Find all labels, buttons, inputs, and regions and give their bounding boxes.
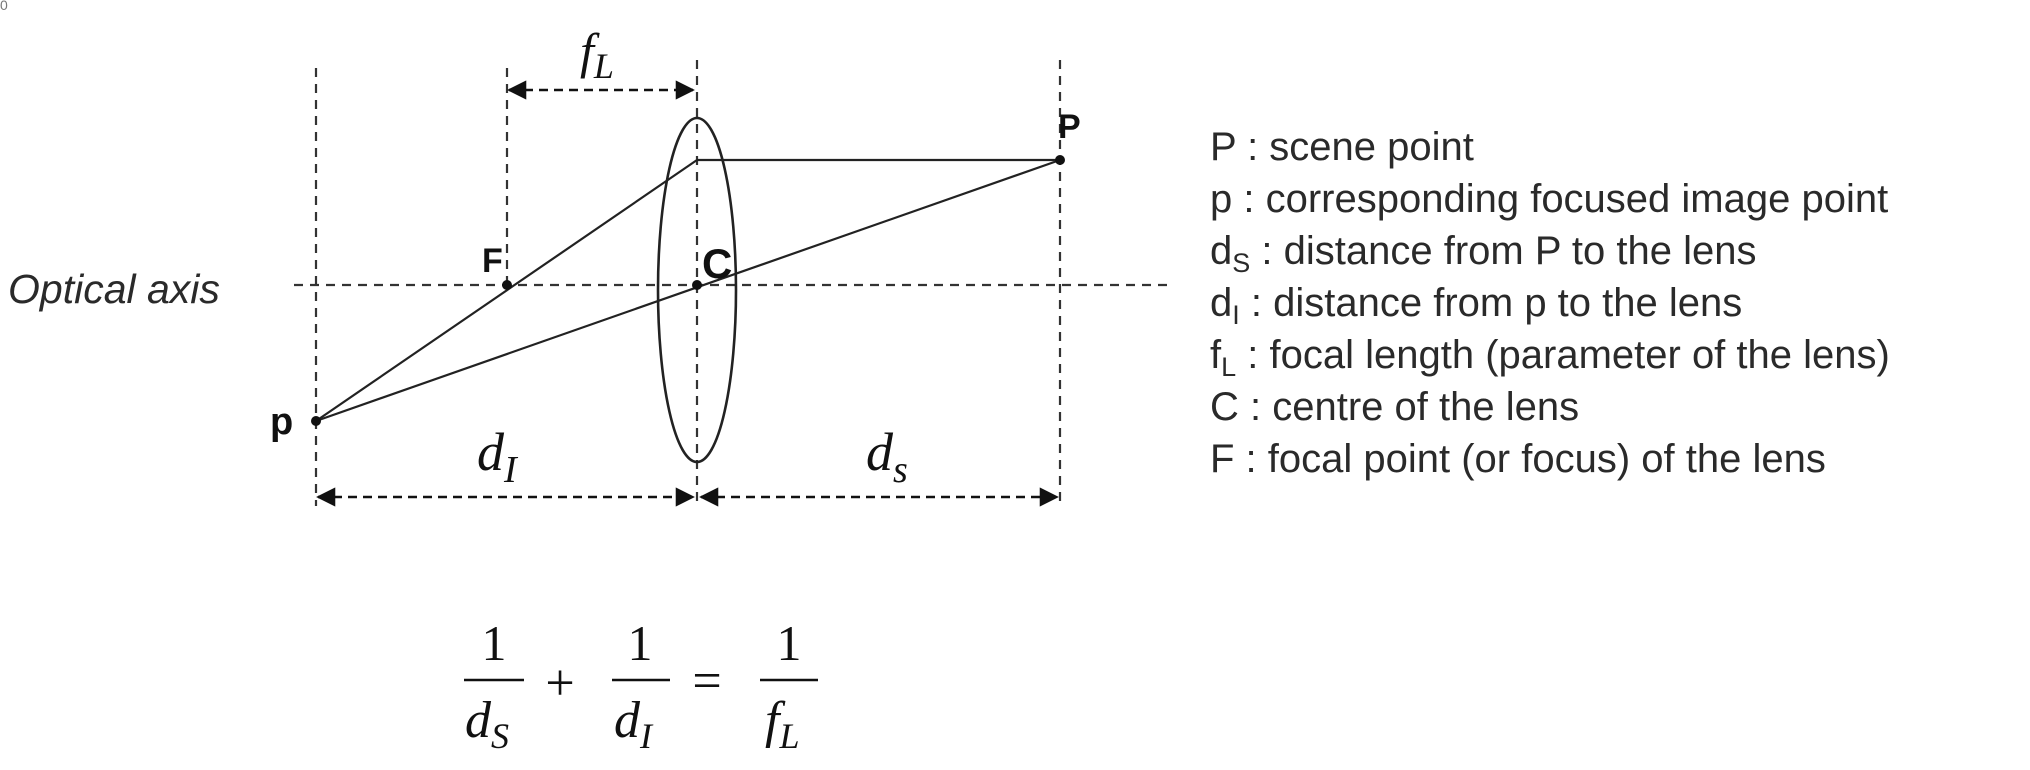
focus-marker bbox=[502, 280, 512, 290]
image-point-label: p bbox=[270, 401, 293, 443]
legend-item: fL : focal length (parameter of the lens… bbox=[1210, 333, 1890, 382]
equation-term1-denominator: dS bbox=[465, 692, 509, 756]
equation-term1-numerator: 1 bbox=[482, 615, 507, 671]
legend-item: F : focal point (or focus) of the lens bbox=[1210, 437, 1826, 481]
scene-point-marker bbox=[1055, 155, 1065, 165]
vertical-guides bbox=[314, 60, 1062, 506]
image-point-marker bbox=[311, 416, 321, 426]
legend-item: p : corresponding focused image point bbox=[1210, 177, 1888, 221]
equation-term3-denominator: fL bbox=[765, 692, 799, 756]
centre-label: C bbox=[702, 240, 732, 287]
legend-item: dS : distance from P to the lens bbox=[1210, 229, 1756, 278]
scene-point-label: P bbox=[1058, 108, 1081, 146]
chief-ray bbox=[315, 158, 1061, 423]
equation-plus-sign: + bbox=[545, 655, 574, 712]
legend-item: C : centre of the lens bbox=[1210, 385, 1579, 429]
lens bbox=[656, 116, 738, 464]
equation-equals-sign: = bbox=[692, 653, 721, 710]
equation-term2-denominator: dI bbox=[614, 692, 654, 756]
optical-axis-label: Optical axis bbox=[8, 266, 220, 312]
focus-label: F bbox=[482, 242, 503, 280]
image-distance-label: dI bbox=[477, 422, 519, 491]
focal-ray bbox=[315, 159, 698, 422]
equation-term2-numerator: 1 bbox=[628, 615, 653, 671]
legend-item: dI : distance from p to the lens bbox=[1210, 281, 1742, 330]
scene-distance-label: ds bbox=[866, 422, 908, 491]
equation-term3-numerator: 1 bbox=[777, 615, 802, 671]
legend: P : scene point p : corresponding focuse… bbox=[1210, 125, 1890, 481]
legend-item: P : scene point bbox=[1210, 125, 1474, 169]
focal-length-label: fL bbox=[580, 23, 614, 86]
dimension-lines bbox=[316, 80, 1059, 507]
corner-mark: 0 bbox=[0, 0, 8, 13]
thin-lens-equation: 1 dS + 1 dI = 1 fL bbox=[464, 615, 818, 756]
rays bbox=[315, 158, 1061, 423]
centre-marker bbox=[692, 280, 702, 290]
